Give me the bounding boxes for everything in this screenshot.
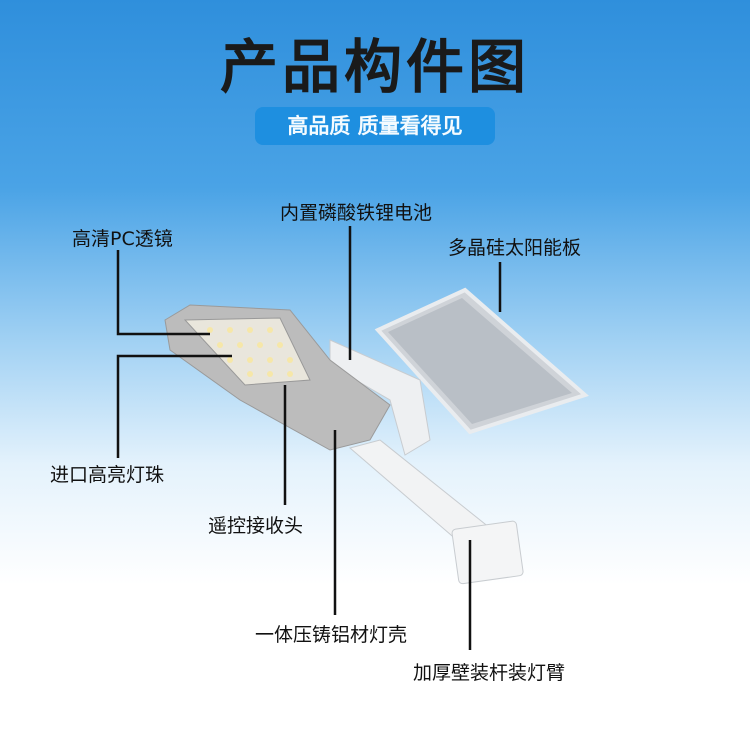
- leader-line-lens: [116, 250, 210, 336]
- wall-bracket: [451, 520, 524, 585]
- leader-lines: [116, 226, 502, 650]
- label-housing: 一体压铸铝材灯壳: [255, 624, 408, 646]
- led-module: [183, 317, 311, 386]
- label-lens: 高清PC透镜: [72, 228, 173, 250]
- label-remote-receiver: 遥控接收头: [208, 515, 304, 537]
- subtitle-badge: 高品质 质量看得见: [255, 107, 495, 145]
- solar-panel-surface: [388, 298, 572, 424]
- label-arm: 加厚壁装杆装灯臂: [413, 662, 566, 684]
- label-battery: 内置磷酸铁锂电池: [280, 202, 433, 224]
- label-solar-panel: 多晶硅太阳能板: [448, 237, 582, 259]
- label-led-beads: 进口高亮灯珠: [50, 464, 165, 486]
- leader-line-led-beads: [116, 354, 232, 458]
- page-title: 产品构件图: [219, 33, 530, 101]
- led-beads: [207, 327, 293, 377]
